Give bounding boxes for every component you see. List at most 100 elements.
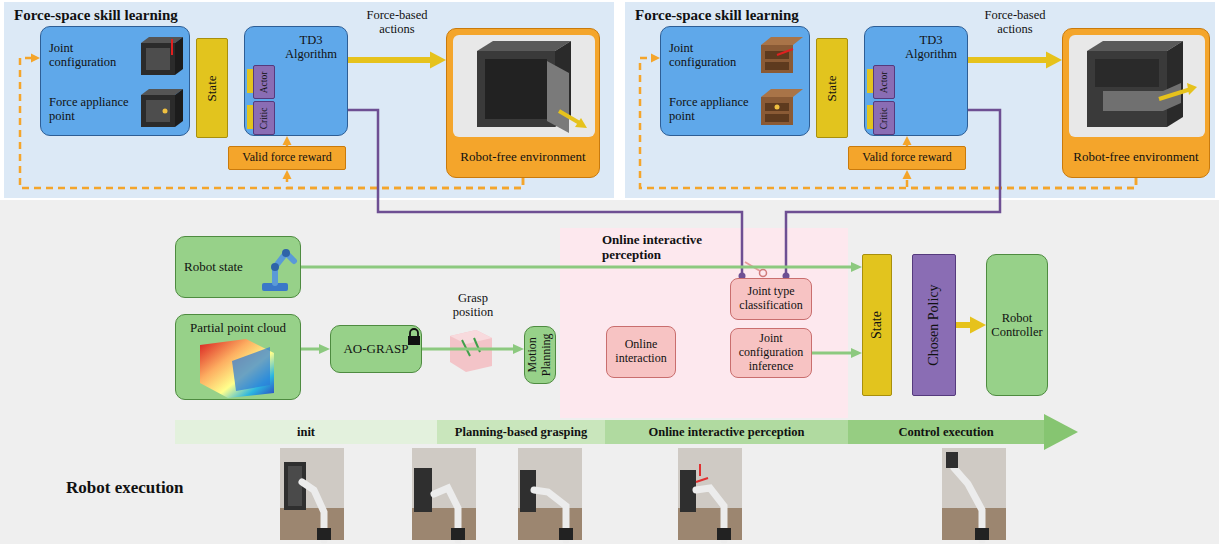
node-text: Force appliance point (669, 95, 751, 124)
section-label: Robot execution (66, 478, 184, 498)
text-slot: State (863, 255, 891, 395)
environment-box: Robot-free environment (446, 28, 600, 178)
connector (283, 136, 292, 146)
reward-box: Valid force reward (848, 146, 966, 170)
connector-line (301, 348, 321, 351)
module-box: Robot state (175, 236, 301, 298)
node-text: Robot-free environment (1073, 150, 1198, 165)
node-text: Online interactive perception (602, 233, 744, 263)
edge-label: Force-based actions (969, 8, 1061, 37)
arrowhead (903, 136, 912, 145)
text-slot: Valid force reward (229, 147, 345, 169)
connector-line (812, 352, 853, 355)
arrowhead (31, 54, 40, 63)
arrowhead (283, 136, 292, 145)
state-bar: State (816, 38, 848, 138)
node-text: Force-space skill learning (14, 7, 178, 24)
network-block: Actor (253, 65, 275, 99)
node-text: Force-space skill learning (635, 7, 799, 24)
edge-label: Force-based actions (351, 8, 443, 37)
text-slot: Chosen Policy (913, 255, 955, 395)
edge-label: Grasp position (441, 291, 505, 320)
process-box: TD3 AlgorithmActorCritic (244, 26, 348, 136)
connector (301, 344, 330, 354)
text-slot: Partial point cloud (178, 317, 298, 339)
text-slot: Force appliance point (45, 85, 135, 133)
connector (956, 317, 986, 334)
text-slot: Robot-free environment (451, 139, 595, 175)
node-text: State (825, 41, 840, 135)
reward-box: Valid force reward (228, 146, 346, 170)
text-slot: Robot state (180, 241, 256, 293)
text-slot: Valid force reward (849, 147, 965, 169)
node-text: Critic (879, 104, 890, 132)
timeline-arrowhead (1044, 414, 1078, 450)
node-text: Planning-based grasping (455, 425, 587, 439)
node-text: AO-GRASP (343, 342, 408, 357)
panel-region: Force-space skill learning Joint configu… (4, 2, 614, 198)
panel-ground (625, 2, 1215, 198)
connector (968, 52, 1062, 69)
node-text: State (869, 257, 885, 393)
node-text: Valid force reward (242, 151, 331, 165)
timeline-stage: Control execution (848, 420, 1044, 444)
perception-box: Joint configuration inference (730, 328, 812, 378)
arrowhead (851, 262, 862, 272)
node-text: Robot state (184, 260, 243, 275)
text-slot: Control execution (848, 420, 1044, 444)
text-slot: Online interactive perception (605, 420, 848, 444)
text-slot: Force appliance point (665, 85, 755, 133)
connector (903, 136, 912, 146)
node-text: Valid force reward (862, 151, 951, 165)
arrowhead (970, 317, 986, 334)
node-text: Motion Planning (526, 329, 554, 381)
connector-line (968, 57, 1049, 63)
process-box: Joint configurationForce appliance point (660, 26, 810, 136)
text-slot: Force-space skill learning (10, 4, 310, 28)
node-text: Critic (259, 104, 270, 132)
node-text: TD3 Algorithm (279, 33, 343, 62)
module-box: Robot Controller (986, 254, 1048, 396)
perception-box: Joint type classification (730, 278, 812, 320)
arrowhead (283, 170, 292, 179)
network-block: Chosen Policy (912, 254, 956, 396)
node-text: Actor (259, 68, 270, 96)
node-text: Joint configuration (669, 41, 751, 70)
arrowhead (903, 170, 912, 179)
module-box: Partial point cloud (175, 314, 301, 400)
module-box: Motion Planning (524, 326, 556, 384)
node-text: TD3 Algorithm (899, 33, 963, 62)
text-slot: Motion Planning (525, 327, 555, 383)
text-slot: Actor (874, 66, 894, 98)
text-slot: TD3 Algorithm (275, 29, 347, 65)
region-ground (560, 228, 848, 418)
node-text: State (205, 41, 220, 135)
timeline-stage: Online interactive perception (605, 420, 848, 444)
text-slot: Force-space skill learning (631, 4, 931, 28)
timeline-stage: Planning-based grasping (437, 420, 605, 444)
robot-photo (942, 448, 1006, 540)
text-slot: Online interactive perception (598, 230, 748, 266)
state-bar: State (862, 254, 892, 396)
text-slot: AO-GRASP (331, 326, 421, 372)
node-text: init (297, 425, 315, 439)
module-box: AO-GRASP (330, 325, 422, 373)
robot-photo (412, 448, 476, 540)
connector-line (422, 348, 515, 351)
text-slot: Joint configuration inference (731, 329, 811, 377)
text-slot: Joint configuration (665, 31, 755, 79)
panel-region: Force-space skill learning Joint configu… (625, 2, 1215, 198)
text-slot: Robot Controller (987, 255, 1047, 395)
connector-line (907, 177, 1136, 188)
connector (812, 348, 862, 358)
node-text: Robot Controller (991, 311, 1043, 340)
connector (301, 262, 862, 272)
arrowhead (513, 344, 524, 354)
connector (348, 52, 446, 69)
node-text: Control execution (898, 425, 993, 439)
text-slot: Robot-free environment (1067, 139, 1205, 175)
node-text: Joint configuration inference (735, 332, 807, 373)
grasp-illustration (450, 330, 492, 372)
text-slot: Joint configuration (45, 31, 135, 79)
